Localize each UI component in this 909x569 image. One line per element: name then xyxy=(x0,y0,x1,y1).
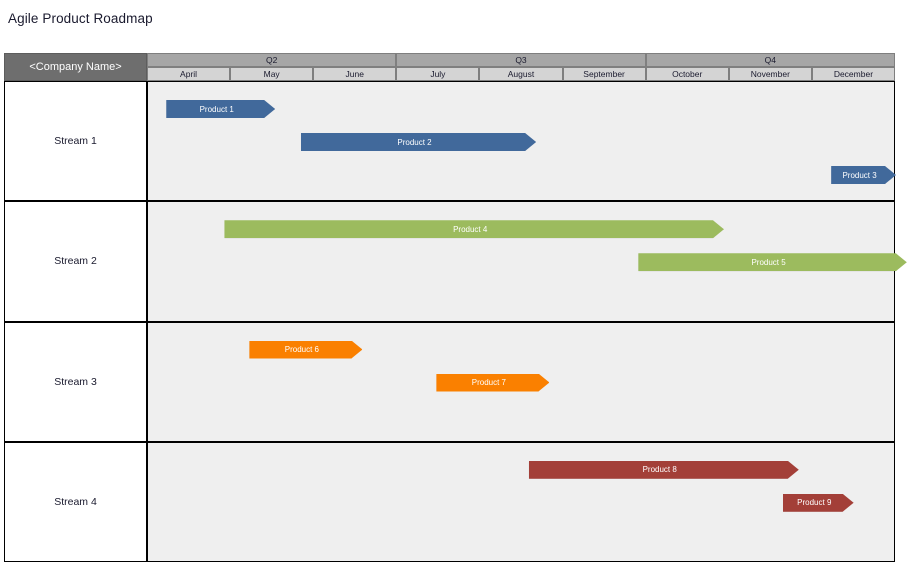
month-header-june: June xyxy=(313,67,397,81)
month-header-august: August xyxy=(479,67,563,81)
swimlane-track-3: Product 6 Product 7 xyxy=(147,321,895,442)
roadmap-bar-label: Product 4 xyxy=(453,224,488,234)
swimlane-label-text: Stream 4 xyxy=(54,495,97,508)
company-name-cell[interactable]: <Company Name> xyxy=(4,53,147,81)
roadmap-bar-product-7[interactable]: Product 7 xyxy=(436,374,549,392)
month-header-december: December xyxy=(811,67,895,81)
roadmap-bar-label: Product 1 xyxy=(199,104,234,114)
roadmap-bar-label: Product 8 xyxy=(642,465,677,475)
roadmap-bar-product-9[interactable]: Product 9 xyxy=(783,494,854,512)
swimlane-track-2: Product 4 Product 5 xyxy=(147,201,895,322)
swimlane-label-text: Stream 2 xyxy=(54,255,97,268)
month-label: April xyxy=(180,69,198,79)
swimlane-label-column: <Company Name> Stream 1 Stream 2 Stream 3 S… xyxy=(4,53,147,562)
quarter-header-q3: Q3 xyxy=(396,53,646,67)
quarter-label: Q2 xyxy=(265,55,278,65)
swimlane-label-2[interactable]: Stream 2 xyxy=(4,201,147,322)
month-label: June xyxy=(345,69,364,79)
roadmap-table: <Company Name> Stream 1 Stream 2 Stream 3 S… xyxy=(4,53,895,562)
roadmap-bar-label: Product 7 xyxy=(471,378,507,387)
roadmap-bar-label: Product 2 xyxy=(397,137,432,147)
roadmap-bar-label: Product 9 xyxy=(797,498,832,508)
roadmap-bar-product-6[interactable]: Product 6 xyxy=(249,341,362,359)
swimlane-label-text: Stream 3 xyxy=(54,375,97,388)
roadmap-bar-product-5[interactable]: Product 5 xyxy=(638,253,906,271)
swimlane-label-text: Stream 1 xyxy=(54,135,97,148)
month-label: December xyxy=(833,69,874,79)
month-header-september: September xyxy=(562,67,646,81)
quarter-header-q4: Q4 xyxy=(645,53,895,67)
month-label: October xyxy=(672,69,703,79)
month-header-may: May xyxy=(230,67,314,81)
month-header-november: November xyxy=(728,67,812,81)
swimlane-track-4: Product 8 Product 9 xyxy=(147,441,895,562)
month-label: May xyxy=(263,69,280,79)
month-label: July xyxy=(430,69,446,79)
quarter-label: Q3 xyxy=(515,55,527,65)
roadmap-bar-product-4[interactable]: Product 4 xyxy=(224,220,723,238)
roadmap-bar-product-3[interactable]: Product 3 xyxy=(831,166,896,184)
roadmap-bar-label: Product 5 xyxy=(751,257,786,267)
roadmap-bar-label: Product 3 xyxy=(842,170,877,180)
quarter-label: Q4 xyxy=(764,55,776,65)
swimlane-label-1[interactable]: Stream 1 xyxy=(4,81,147,202)
swimlane-track-1: Product 1 Product 2 Product 3 xyxy=(147,81,896,202)
month-label: November xyxy=(750,69,790,79)
roadmap-bar-product-1[interactable]: Product 1 xyxy=(166,100,275,118)
roadmap-bar-product-8[interactable]: Product 8 xyxy=(529,461,799,479)
month-header-october: October xyxy=(645,67,729,81)
roadmap-bar-label: Product 6 xyxy=(284,345,320,354)
roadmap-bar-product-2[interactable]: Product 2 xyxy=(301,133,536,151)
swimlane-label-4[interactable]: Stream 4 xyxy=(4,441,147,562)
swimlane-label-3[interactable]: Stream 3 xyxy=(4,321,147,442)
month-label: August xyxy=(507,69,535,79)
page-title: Agile Product Roadmap xyxy=(8,11,153,26)
company-name-label: <Company Name> xyxy=(29,61,122,73)
month-header-april: April xyxy=(147,67,231,81)
month-header-july: July xyxy=(396,67,480,81)
quarter-header-q2: Q2 xyxy=(147,53,397,67)
month-label: September xyxy=(583,69,625,79)
